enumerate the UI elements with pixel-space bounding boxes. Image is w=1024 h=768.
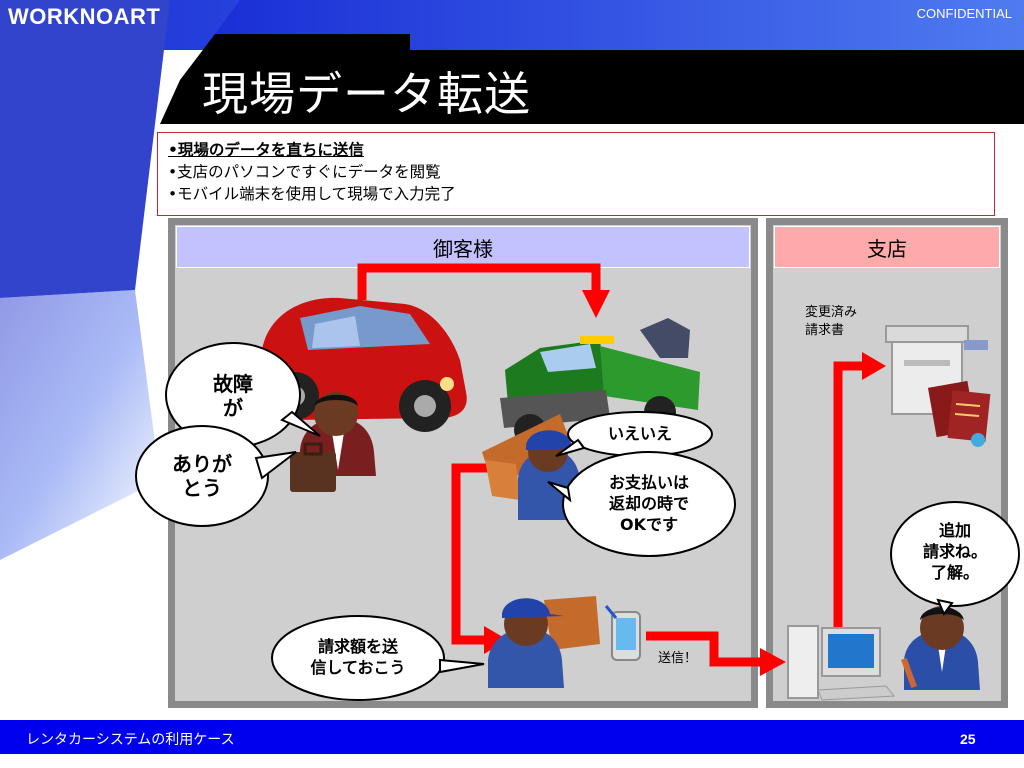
desktop-computer-icon [787, 625, 895, 701]
arrow-car-to-truck [357, 263, 610, 318]
branch-clerk-icon [901, 606, 980, 690]
bubble-additional: 追加 請求ね。 了解。 [904, 520, 1006, 583]
footer-title: レンタカーシステムの利用ケース [26, 732, 235, 748]
bubble-breakdown: 故障 が [186, 372, 280, 420]
bubble-send-bill-line1: 請求額を送 [317, 637, 398, 656]
invoice-documents-icon [927, 380, 991, 447]
bullet-item-1: •現場のデータを直ちに送信 [168, 141, 364, 159]
speech-bubbles [135, 342, 1020, 701]
bubble-thanks: ありが とう [150, 452, 254, 500]
bubble-payment-line1: お支払いは [608, 473, 689, 492]
changed-invoice-line2: 請求書 [805, 323, 845, 338]
footer-bar [0, 720, 1024, 754]
confidential-label: CONFIDENTIAL [916, 6, 1012, 21]
arrow-pc-to-printer [833, 352, 886, 630]
page-title: 現場データ転送 [202, 67, 531, 121]
bubble-additional-line1: 追加 [938, 521, 971, 540]
branch-panel [766, 218, 1008, 708]
bubble-breakdown-line2: が [223, 396, 243, 420]
bubble-thanks-line1: ありが [172, 452, 232, 476]
page-number: 25 [960, 731, 976, 747]
mechanic-bottom-icon [488, 596, 600, 688]
brand-logo: WORKNOART [8, 4, 161, 29]
bubble-additional-line2: 請求ね。 [922, 542, 987, 561]
changed-invoice-line1: 変更済み [805, 305, 858, 320]
bubble-payment: お支払いは 返却の時で OKです [583, 472, 715, 535]
bubble-payment-line2: 返却の時で [608, 494, 689, 513]
bubble-no-no: いえいえ [607, 424, 672, 443]
bullet-item-3: •モバイル端末を使用して現場で入力完了 [168, 185, 456, 203]
bubble-send-bill: 請求額を送 信しておこう [288, 636, 428, 678]
tow-truck-icon [500, 318, 700, 446]
arrow-send-to-pc [646, 631, 786, 676]
send-label: 送信！ [658, 651, 698, 666]
bubble-thanks-line2: とう [182, 476, 222, 500]
arrow-to-field-worker [451, 463, 508, 654]
changed-invoice-label: 変更済み 請求書 [805, 304, 857, 340]
bullet-item-2: •支店のパソコンですぐにデータを閲覧 [168, 163, 441, 181]
branch-header: 支店 [774, 226, 1000, 268]
mobile-device-icon [604, 605, 641, 661]
customer-header: 御客様 [176, 226, 750, 268]
customer-person-icon [290, 392, 376, 492]
bubble-breakdown-line1: 故障 [213, 372, 253, 396]
bubble-additional-line3: 了解。 [930, 563, 979, 582]
bubble-payment-line3: OKです [619, 515, 678, 534]
bullet-box: •現場のデータを直ちに送信 •支店のパソコンですぐにデータを閲覧 •モバイル端末… [157, 132, 995, 216]
bubble-send-bill-line2: 信しておこう [310, 658, 406, 677]
